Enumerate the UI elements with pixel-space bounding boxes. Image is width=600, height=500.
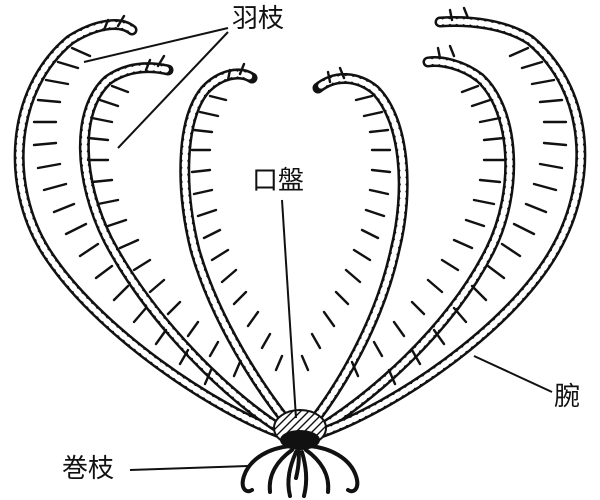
leader-cirri [130, 466, 248, 470]
cirri [243, 446, 358, 496]
leader-lines [84, 28, 552, 470]
label-pinnules: 羽枝 [232, 6, 284, 32]
label-cirri: 巻枝 [62, 456, 114, 482]
leader-oral-disc [282, 200, 296, 418]
arm-outer-left [19, 25, 285, 435]
arms [19, 22, 581, 435]
leader-pinnules-1 [84, 28, 228, 62]
oral-disc-calyx [274, 410, 326, 450]
leader-arm [474, 356, 552, 392]
arm-middle-left [185, 74, 295, 432]
label-arm: 腕 [554, 384, 580, 410]
label-oral-disc: 口盤 [252, 168, 304, 194]
